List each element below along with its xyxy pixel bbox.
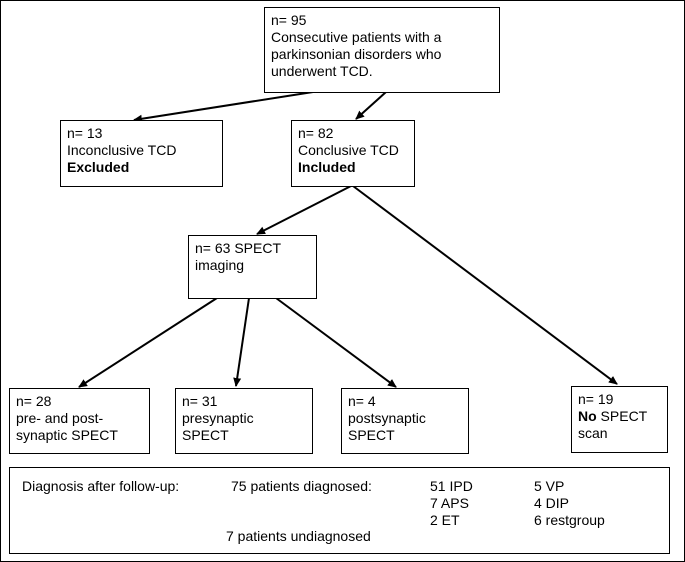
arrow-conclusive-to-nospect [352, 185, 618, 385]
arrow-root-to-conclusive [355, 91, 387, 120]
arrow-spect-to-presyn [233, 297, 250, 387]
prepost-n: n= 28 [16, 393, 52, 409]
box-root: n= 95 Consecutive patients with a parkin… [264, 7, 500, 93]
box-no-spect: n= 19 No SPECT scan [571, 386, 668, 453]
nospect-rest: SPECT [596, 408, 648, 424]
box-prepost-synaptic: n= 28 pre- and post- synaptic SPECT [9, 388, 150, 454]
arrow-root-to-inconclusive [133, 91, 314, 123]
box-postsynaptic: n= 4 postsynaptic SPECT [341, 388, 469, 454]
diagnosis-col1-row1: 51 IPD [430, 478, 473, 494]
diagnosis-col2-row1: 5 VP [534, 478, 565, 494]
presyn-line-2: SPECT [182, 427, 229, 443]
inconclusive-n: n= 13 [67, 125, 103, 141]
diagnosis-col2-row2: 4 DIP [534, 495, 570, 511]
postsyn-n: n= 4 [348, 393, 376, 409]
conclusive-status: Included [298, 159, 356, 175]
nospect-line-2: scan [578, 425, 608, 441]
nospect-n: n= 19 [578, 391, 614, 407]
arrow-spect-to-prepost [78, 297, 218, 388]
diagnosis-heading: Diagnosis after follow-up: [22, 478, 180, 494]
conclusive-label: Conclusive TCD [298, 142, 399, 158]
root-line-3: underwent TCD. [271, 63, 373, 79]
diagnosis-col1-row3: 2 ET [430, 512, 460, 528]
postsyn-line-2: SPECT [348, 427, 395, 443]
arrow-conclusive-to-spect [256, 185, 352, 235]
spect-line-2: imaging [195, 257, 245, 273]
diagnosis-undiagnosed: 7 patients undiagnosed [226, 528, 371, 544]
presyn-n: n= 31 [182, 393, 218, 409]
root-line-1: Consecutive patients with a [271, 29, 442, 45]
diagnosis-diagnosed: 75 patients diagnosed: [231, 478, 372, 494]
box-diagnosis: Diagnosis after follow-up: 75 patients d… [9, 467, 670, 554]
box-spect: n= 63 SPECT imaging [188, 235, 317, 299]
arrow-spect-to-postsyn [275, 297, 397, 388]
prepost-line-2: synaptic SPECT [16, 427, 118, 443]
nospect-bold: No [578, 408, 597, 424]
postsyn-line-1: postsynaptic [348, 410, 426, 426]
conclusive-n: n= 82 [298, 125, 334, 141]
inconclusive-label: Inconclusive TCD [67, 142, 177, 158]
root-line-2: parkinsonian disorders who [271, 46, 442, 62]
presyn-line-1: presynaptic [182, 410, 254, 426]
diagnosis-col2-row3: 6 restgroup [534, 512, 605, 528]
root-n: n= 95 [271, 12, 307, 28]
nospect-line-1: No SPECT [578, 408, 661, 425]
diagnosis-col1-row2: 7 APS [430, 495, 469, 511]
box-inconclusive: n= 13 Inconclusive TCD Excluded [60, 120, 223, 187]
box-conclusive: n= 82 Conclusive TCD Included [291, 120, 415, 187]
spect-line-1: n= 63 SPECT [195, 240, 281, 256]
inconclusive-status: Excluded [67, 159, 130, 175]
prepost-line-1: pre- and post- [16, 410, 104, 426]
box-presynaptic: n= 31 presynaptic SPECT [175, 388, 313, 454]
